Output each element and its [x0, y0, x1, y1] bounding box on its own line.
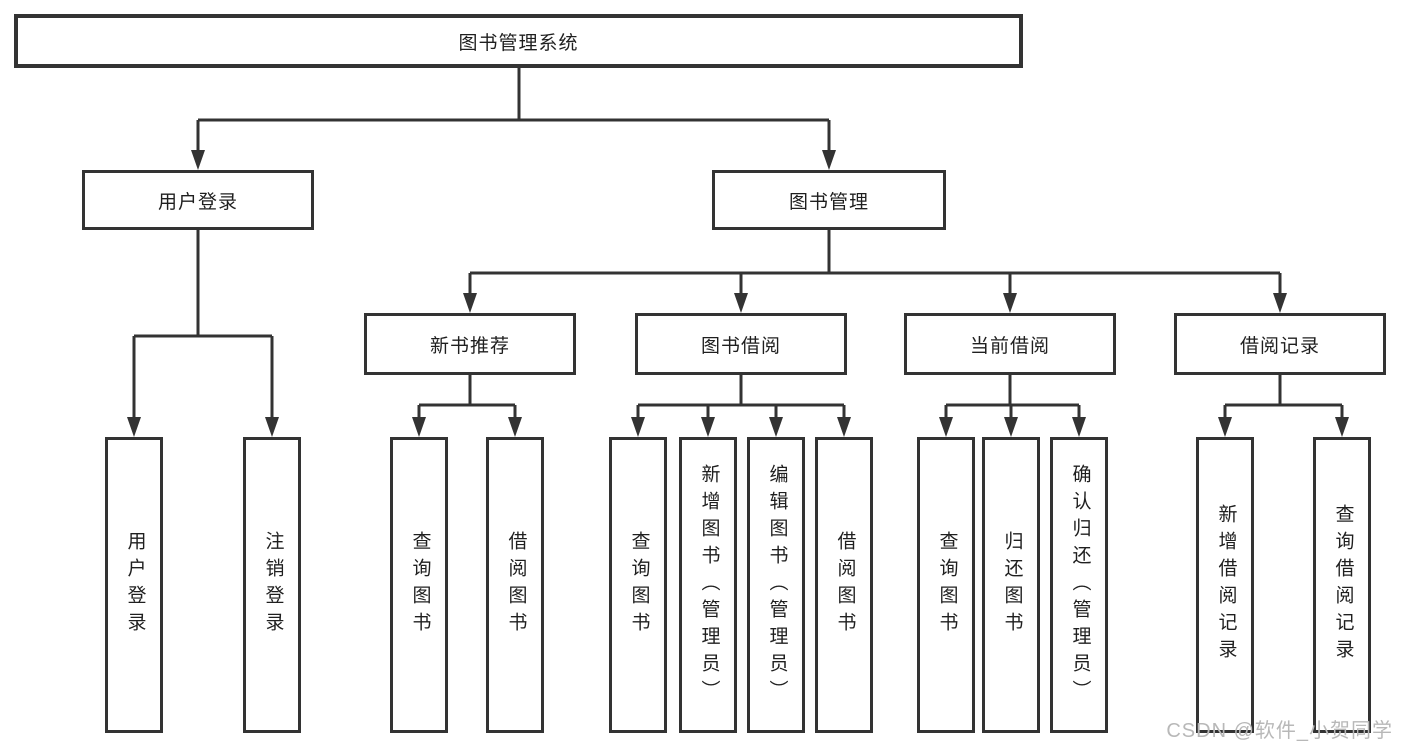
arrowhead [631, 417, 645, 437]
arrowhead [127, 417, 141, 437]
node-current-borrow: 当前借阅 [904, 313, 1116, 375]
arrowhead [769, 417, 783, 437]
arrowhead [508, 417, 522, 437]
arrowhead [822, 150, 836, 170]
arrowhead [1273, 293, 1287, 313]
leaf-edit-books-admin-label: 编辑图书（管理员） [766, 463, 788, 707]
leaf-logout: 注销登录 [243, 437, 301, 733]
arrowhead [1004, 417, 1018, 437]
leaf-add-borrow-record: 新增借阅记录 [1196, 437, 1254, 733]
leaf-add-books-admin-label: 新增图书（管理员） [698, 463, 720, 707]
arrowhead [701, 417, 715, 437]
node-book-borrow: 图书借阅 [635, 313, 847, 375]
node-new-book-recommend-label: 新书推荐 [429, 335, 510, 357]
arrowhead [1218, 417, 1232, 437]
leaf-return-books-label: 归还图书 [1001, 531, 1023, 639]
node-root: 图书管理系统 [14, 14, 1023, 68]
node-user-login: 用户登录 [82, 170, 314, 230]
arrowhead [412, 417, 426, 437]
leaf-query-books-current-label: 查询图书 [936, 531, 958, 639]
leaf-query-books-recommend-label: 查询图书 [409, 531, 431, 639]
leaf-return-books: 归还图书 [982, 437, 1040, 733]
leaf-logout-label: 注销登录 [262, 531, 284, 639]
node-book-borrow-label: 图书借阅 [700, 335, 781, 357]
node-user-login-label: 用户登录 [157, 191, 238, 213]
leaf-borrow-books-recommend: 借阅图书 [486, 437, 544, 733]
leaf-add-borrow-record-label: 新增借阅记录 [1215, 504, 1237, 666]
leaf-borrow-books-recommend-label: 借阅图书 [505, 531, 527, 639]
leaf-borrow-books: 借阅图书 [815, 437, 873, 733]
node-borrow-record-label: 借阅记录 [1239, 335, 1320, 357]
arrowhead [191, 150, 205, 170]
node-new-book-recommend: 新书推荐 [364, 313, 576, 375]
node-book-management-label: 图书管理 [788, 191, 869, 213]
node-book-management: 图书管理 [712, 170, 946, 230]
leaf-query-books-recommend: 查询图书 [390, 437, 448, 733]
node-borrow-record: 借阅记录 [1174, 313, 1386, 375]
leaf-user-login: 用户登录 [105, 437, 163, 733]
arrowhead [1072, 417, 1086, 437]
leaf-query-books-borrow: 查询图书 [609, 437, 667, 733]
arrowhead [1003, 293, 1017, 313]
connector-path [132, 68, 1344, 421]
leaf-confirm-return-admin-label: 确认归还（管理员） [1069, 463, 1091, 707]
leaf-user-login-label: 用户登录 [124, 531, 146, 639]
arrowhead [463, 293, 477, 313]
leaf-confirm-return-admin: 确认归还（管理员） [1050, 437, 1108, 733]
arrowhead [837, 417, 851, 437]
node-current-borrow-label: 当前借阅 [969, 335, 1050, 357]
leaf-query-borrow-record: 查询借阅记录 [1313, 437, 1371, 733]
leaf-query-borrow-record-label: 查询借阅记录 [1332, 504, 1354, 666]
arrowhead [734, 293, 748, 313]
watermark: CSDN @软件_小贺同学 [1166, 720, 1393, 742]
arrowhead [265, 417, 279, 437]
arrowhead [1335, 417, 1349, 437]
leaf-add-books-admin: 新增图书（管理员） [679, 437, 737, 733]
leaf-edit-books-admin: 编辑图书（管理员） [747, 437, 805, 733]
leaf-borrow-books-label: 借阅图书 [834, 531, 856, 639]
leaf-query-books-borrow-label: 查询图书 [628, 531, 650, 639]
arrowhead [939, 417, 953, 437]
node-root-label: 图书管理系统 [458, 32, 579, 54]
leaf-query-books-current: 查询图书 [917, 437, 975, 733]
